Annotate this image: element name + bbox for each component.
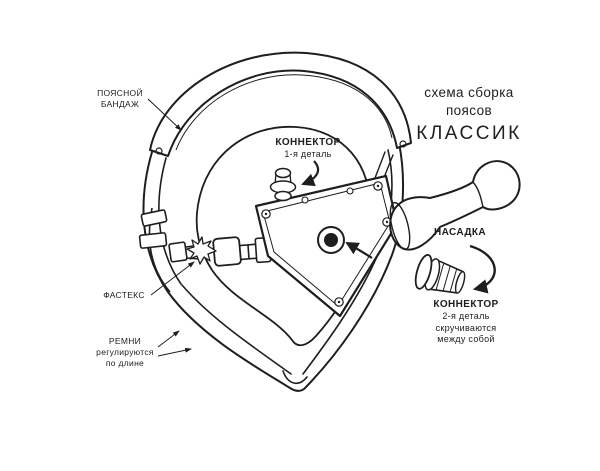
- arrow-connector1-icon: [301, 160, 320, 187]
- label-straps: РЕМНИ регулируются по длине: [92, 336, 158, 369]
- plate-hole-center: [324, 233, 338, 247]
- strap-tick: [247, 244, 250, 260]
- strap-keeper: [138, 232, 168, 249]
- label-line: регулируются: [96, 347, 154, 358]
- plug-base: [274, 190, 292, 202]
- screw-threads: [435, 262, 458, 293]
- plate-rivet-dot: [264, 212, 268, 216]
- plate-screw: [346, 187, 354, 195]
- label-line: скручиваются: [435, 322, 497, 333]
- screw-flange: [414, 254, 433, 290]
- label-line: 2-я деталь: [442, 311, 490, 321]
- leader-fastex-icon: [150, 261, 195, 296]
- leader-lines: [147, 98, 195, 357]
- label-name: КОННЕКТОР: [433, 299, 499, 310]
- waist-band-rivet-right: [399, 140, 407, 148]
- strap-keeper: [140, 209, 168, 227]
- label-connector-1: КОННЕКТОР 1-я деталь: [258, 136, 358, 161]
- plug-cap: [274, 167, 292, 179]
- title-main: КЛАССИК: [416, 123, 522, 145]
- connector-part1: [269, 167, 297, 202]
- plate-inner-outline: [262, 182, 391, 307]
- buckle-prongs: [186, 236, 217, 265]
- attachment-base: [389, 201, 411, 251]
- arrow-attachment-icon: [469, 244, 496, 294]
- title-line: поясов: [445, 103, 493, 119]
- label-fastex: ФАСТЕКС: [96, 290, 152, 301]
- plate-rivet-dot: [385, 220, 389, 224]
- title-line: схема сборка: [424, 85, 514, 100]
- leader-straps-icon: [157, 330, 180, 348]
- leader-straps-icon: [157, 347, 193, 357]
- plate-rivet-dot: [337, 300, 341, 304]
- label-name: КОННЕКТОР: [275, 137, 341, 148]
- bottom-strap-right: [302, 262, 375, 375]
- waist-band-outline: [149, 51, 412, 157]
- waist-band-rivet-left: [155, 147, 163, 155]
- label-attachment: НАСАДКА: [428, 226, 492, 239]
- label-waist-band: ПОЯСНОЙ БАНДАЖ: [88, 88, 152, 110]
- label-line: по длине: [105, 358, 145, 369]
- label-line: ПОЯСНОЙ: [97, 88, 143, 98]
- label-name: НАСАДКА: [433, 227, 486, 238]
- label-connector-2: КОННЕКТОР 2-я деталь скручиваются между …: [412, 298, 520, 346]
- attachment-ridge: [472, 181, 484, 208]
- bottom-tip: [282, 370, 308, 384]
- bottom-strap-left: [181, 284, 292, 375]
- harness-ring: [142, 126, 405, 392]
- callout-arrows: [301, 160, 496, 294]
- waist-band-stitch: [175, 74, 393, 151]
- plate-hole: [317, 226, 345, 254]
- fastex-buckle: [168, 236, 242, 267]
- connector-part2: [414, 254, 466, 294]
- attachment-outline: [389, 160, 521, 251]
- buckle-female: [212, 236, 242, 267]
- label-name: ФАСТЕКС: [103, 290, 145, 300]
- arrow-plate-hole-icon: [345, 242, 373, 259]
- plate-screw: [301, 196, 309, 204]
- label-line: РЕМНИ: [108, 336, 142, 346]
- label-line: БАНДАЖ: [100, 99, 140, 110]
- label-line: между собой: [437, 334, 495, 345]
- dildo-attachment: [389, 160, 521, 251]
- page-title: схема сборка поясов КЛАССИК: [396, 84, 542, 145]
- label-line: 1-я деталь: [284, 149, 332, 159]
- ring-inner-left: [158, 157, 182, 285]
- ring-outer-contour: [142, 142, 405, 392]
- plate-rivet-dot: [376, 184, 380, 188]
- screw-tip: [454, 271, 466, 294]
- leader-waist-band-icon: [147, 98, 182, 131]
- buckle-male: [168, 241, 188, 263]
- waist-band: [149, 51, 412, 157]
